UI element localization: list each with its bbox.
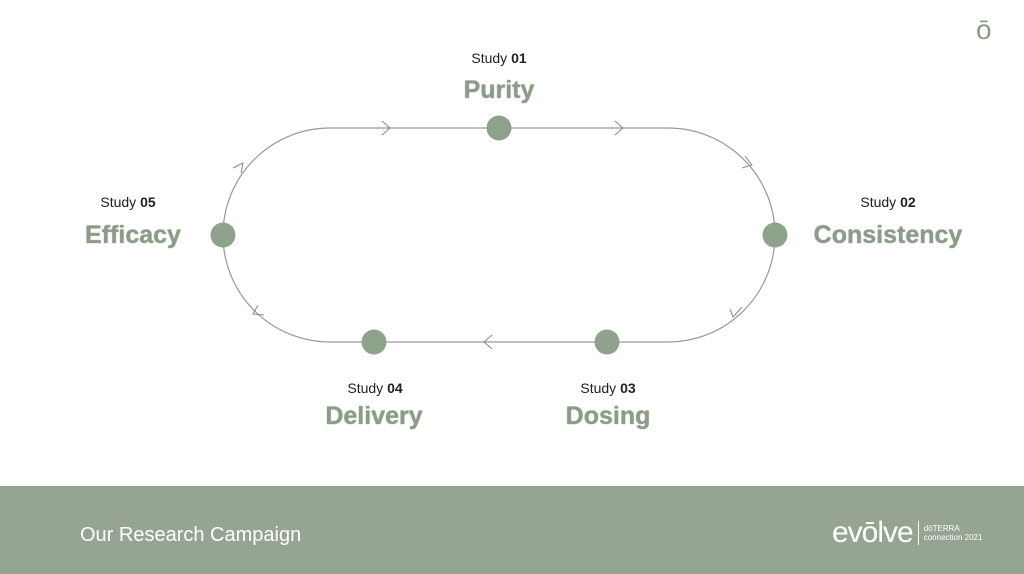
arrow-icon <box>252 304 265 316</box>
arrow-icon <box>381 120 391 136</box>
footer-title: Our Research Campaign <box>80 524 302 546</box>
arrow-icon <box>729 306 743 318</box>
node-dosing <box>594 329 620 355</box>
cycle-path <box>222 127 776 343</box>
node-purity <box>486 115 512 141</box>
study-label-04: Study 04 <box>347 380 403 396</box>
study-title-delivery: Delivery <box>325 402 423 430</box>
node-efficacy <box>210 222 236 248</box>
study-label-03: Study 03 <box>580 380 636 396</box>
logo-divider <box>917 521 919 545</box>
brand-mark-icon: ō <box>976 14 992 45</box>
arrow-icon <box>232 162 244 174</box>
arrow-icon <box>741 155 753 169</box>
study-label-05: Study 05 <box>100 194 156 210</box>
node-consistency <box>762 222 788 248</box>
arrow-icon <box>483 334 493 350</box>
logo-word: evōlve <box>832 516 914 549</box>
study-label-02: Study 02 <box>860 194 916 210</box>
study-title-purity: Purity <box>463 76 535 104</box>
study-label-01: Study 01 <box>471 50 527 66</box>
study-title-dosing: Dosing <box>565 402 651 430</box>
study-title-consistency: Consistency <box>813 221 963 249</box>
arrow-icon <box>614 120 624 136</box>
research-cycle-diagram <box>210 115 788 355</box>
study-title-efficacy: Efficacy <box>85 221 181 249</box>
node-delivery <box>361 329 387 355</box>
